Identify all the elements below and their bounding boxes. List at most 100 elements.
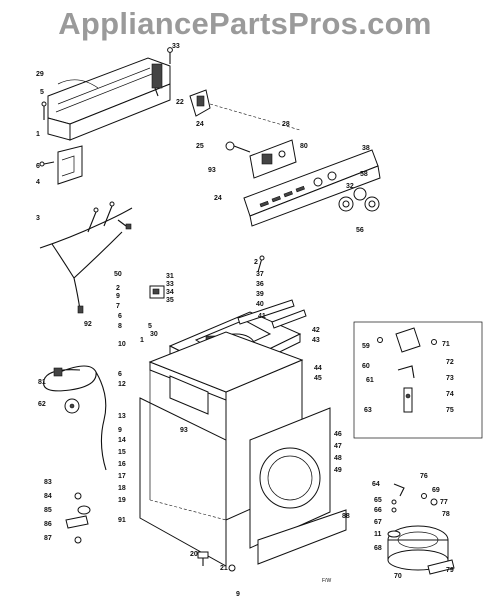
console-backsplash[interactable] xyxy=(47,57,171,141)
callout-44: 44 xyxy=(314,365,322,372)
access-panel[interactable] xyxy=(169,375,209,415)
inset-clip-61[interactable] xyxy=(397,365,415,379)
timer-bracket[interactable] xyxy=(189,89,211,117)
callout-18: 18 xyxy=(118,485,126,492)
pump-gasket-68[interactable] xyxy=(387,530,401,538)
callout-77: 77 xyxy=(440,499,448,506)
callout-37: 37 xyxy=(256,271,264,278)
callout-7: 7 xyxy=(116,303,120,310)
callout-73: 73 xyxy=(446,375,454,382)
callout-4: 4 xyxy=(36,179,40,186)
callout-83: 83 xyxy=(44,479,52,486)
inset-bracket-60[interactable] xyxy=(395,327,421,353)
callout-10: 10 xyxy=(118,341,126,348)
leveling-leg-21[interactable] xyxy=(228,564,236,572)
callout-29: 29 xyxy=(36,71,44,78)
callout-93: 93 xyxy=(208,167,216,174)
callout-1: 1 xyxy=(36,131,40,138)
callout-33b: 33 xyxy=(166,281,174,288)
watermark-logo: AppliancePartsPros.com xyxy=(58,6,432,41)
callout-2b: 2 xyxy=(116,285,120,292)
callout-25: 25 xyxy=(196,143,204,150)
callout-40: 40 xyxy=(256,301,264,308)
knob-56[interactable] xyxy=(338,196,354,212)
callout-59: 59 xyxy=(362,343,370,350)
pump-screw-76[interactable] xyxy=(421,493,427,499)
callout-28: 28 xyxy=(282,121,290,128)
callout-67: 67 xyxy=(374,519,382,526)
callout-36: 36 xyxy=(256,281,264,288)
callout-42: 42 xyxy=(312,327,320,334)
power-cord[interactable] xyxy=(42,365,107,471)
pump-bolt-65[interactable] xyxy=(391,499,397,505)
top-cover-bar[interactable] xyxy=(271,309,307,329)
callout-60: 60 xyxy=(362,363,370,370)
control-panel[interactable] xyxy=(243,149,381,227)
callout-6: 6 xyxy=(36,163,40,170)
inset-switch-63[interactable] xyxy=(403,387,413,413)
callout-84: 84 xyxy=(44,493,52,500)
callout-19: 19 xyxy=(118,497,126,504)
hose-clamp-55[interactable] xyxy=(77,505,91,515)
callout-81: 81 xyxy=(38,379,46,386)
wire-harness[interactable] xyxy=(39,201,133,314)
callout-66: 66 xyxy=(374,507,382,514)
lid-switch[interactable] xyxy=(149,285,165,299)
callout-64: 64 xyxy=(372,481,380,488)
callout-8: 8 xyxy=(118,323,122,330)
mounting-bracket[interactable] xyxy=(57,145,83,185)
pump-washer-77[interactable] xyxy=(430,498,438,506)
screw-6[interactable] xyxy=(39,161,55,167)
callout-93b: 93 xyxy=(180,427,188,434)
callout-labels: 29 33 5 1 6 4 3 22 24 25 93 24 28 80 38 … xyxy=(36,43,454,598)
hose-clamp-86[interactable] xyxy=(65,515,89,529)
console-screw-33[interactable] xyxy=(167,47,173,64)
inset-bolt-59[interactable] xyxy=(377,337,383,343)
callout-87: 87 xyxy=(44,535,52,542)
front-panel[interactable] xyxy=(139,397,227,567)
leveling-leg-20[interactable] xyxy=(197,551,209,566)
callout-75: 75 xyxy=(446,407,454,414)
callout-24: 24 xyxy=(196,121,204,128)
screw-87[interactable] xyxy=(74,536,82,544)
callout-30: 30 xyxy=(150,331,158,338)
callout-9c: 9 xyxy=(236,591,240,598)
callout-92: 92 xyxy=(84,321,92,328)
pump-bracket-78[interactable] xyxy=(427,559,455,575)
callout-34: 34 xyxy=(166,289,174,296)
callout-63: 63 xyxy=(364,407,372,414)
callout-56: 56 xyxy=(356,227,364,234)
knob-58[interactable] xyxy=(353,187,367,201)
inset-screw-71[interactable] xyxy=(431,339,437,345)
callout-38: 38 xyxy=(362,145,370,152)
callout-85: 85 xyxy=(44,507,52,514)
callout-20: 20 xyxy=(190,551,198,558)
callout-33: 33 xyxy=(172,43,180,50)
pump-clip-64[interactable] xyxy=(393,483,405,497)
callout-74: 74 xyxy=(446,391,454,398)
pump-washer-66[interactable] xyxy=(391,507,397,513)
callout-31: 31 xyxy=(166,273,174,280)
callout-72: 72 xyxy=(446,359,454,366)
callout-16: 16 xyxy=(118,461,126,468)
control-panel-slots xyxy=(259,185,305,208)
timer-switch-block[interactable] xyxy=(249,139,297,179)
knob-32[interactable] xyxy=(364,196,380,212)
callout-88: 88 xyxy=(342,513,350,520)
callout-79: 79 xyxy=(446,567,454,574)
toe-kick[interactable] xyxy=(257,509,347,565)
callout-41: 41 xyxy=(258,313,266,320)
knob-25[interactable] xyxy=(225,141,251,153)
callout-21: 21 xyxy=(220,565,228,572)
side-panel-right[interactable] xyxy=(249,407,331,549)
callout-13: 13 xyxy=(118,413,126,420)
callout-70: 70 xyxy=(394,573,402,580)
strain-relief[interactable] xyxy=(64,398,80,414)
dispenser-spring[interactable] xyxy=(257,255,265,273)
lid-hinge[interactable] xyxy=(237,299,295,325)
hose-clamp-54[interactable] xyxy=(74,492,82,500)
callout-1b: 1 xyxy=(140,337,144,344)
screw-5[interactable] xyxy=(41,101,47,120)
callout-80: 80 xyxy=(300,143,308,150)
